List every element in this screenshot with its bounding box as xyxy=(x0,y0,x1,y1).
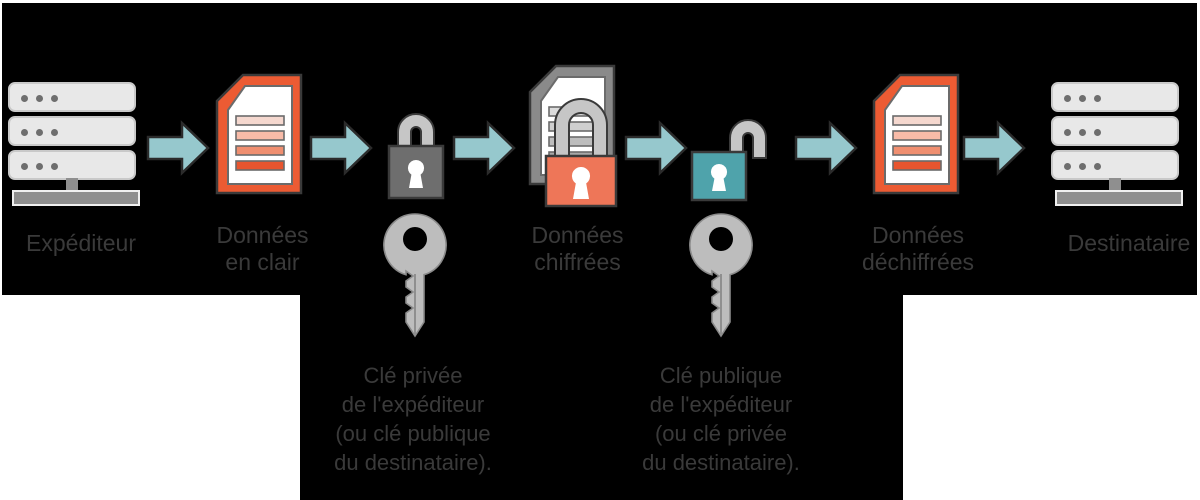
server-led-dot xyxy=(21,129,28,136)
label-decrypted-data: Données déchiffrées xyxy=(861,222,975,275)
arrow-right-icon xyxy=(309,119,373,182)
server-base xyxy=(1055,190,1183,206)
server-led-dot xyxy=(36,129,43,136)
caption-public-key: Clé publique de l'expéditeur (ou clé pri… xyxy=(642,363,800,475)
server-led-dot xyxy=(1079,129,1086,136)
server-unit xyxy=(1051,150,1179,180)
server-led-dot xyxy=(1079,95,1086,102)
server-led-dot xyxy=(21,95,28,102)
server-led-dot xyxy=(1079,163,1086,170)
recipient-server-icon xyxy=(1051,82,1187,214)
private-key-icon xyxy=(378,210,452,340)
background-band-bottom xyxy=(300,293,903,500)
server-led-dot xyxy=(21,163,28,170)
caption-private-key: Clé privée de l'expéditeur (ou clé publi… xyxy=(334,363,492,475)
server-led-dot xyxy=(1094,129,1101,136)
server-unit xyxy=(8,82,136,112)
server-led-dot xyxy=(36,95,43,102)
arrow-right-icon xyxy=(146,119,210,182)
server-unit xyxy=(8,150,136,180)
public-key-icon xyxy=(684,210,758,340)
server-led-dot xyxy=(1064,95,1071,102)
server-unit xyxy=(1051,82,1179,112)
server-unit xyxy=(1051,116,1179,146)
server-unit xyxy=(8,116,136,146)
label-sender: Expéditeur xyxy=(26,230,136,256)
server-led-dot xyxy=(1094,95,1101,102)
encrypted-document-icon xyxy=(523,63,633,208)
server-led-dot xyxy=(1064,163,1071,170)
server-led-dot xyxy=(51,95,58,102)
open-padlock-icon xyxy=(685,106,777,202)
label-recipient: Destinataire xyxy=(1067,230,1191,256)
arrow-right-icon xyxy=(624,119,688,182)
server-led-dot xyxy=(51,163,58,170)
server-led-dot xyxy=(1064,129,1071,136)
sender-server-icon xyxy=(8,82,144,214)
decrypted-document-icon xyxy=(870,72,960,195)
server-led-dot xyxy=(51,129,58,136)
server-led-dot xyxy=(1094,163,1101,170)
plain-document-icon xyxy=(213,72,303,195)
arrow-right-icon xyxy=(452,119,516,182)
server-stand xyxy=(1109,178,1121,192)
label-plain-data: Données en clair xyxy=(216,222,309,275)
server-stand xyxy=(66,178,78,192)
arrow-right-icon xyxy=(962,119,1026,182)
label-cipher-data: Données chiffrées xyxy=(531,222,624,275)
server-led-dot xyxy=(36,163,43,170)
closed-padlock-icon xyxy=(376,100,456,200)
server-base xyxy=(12,190,140,206)
arrow-right-icon xyxy=(794,119,858,182)
